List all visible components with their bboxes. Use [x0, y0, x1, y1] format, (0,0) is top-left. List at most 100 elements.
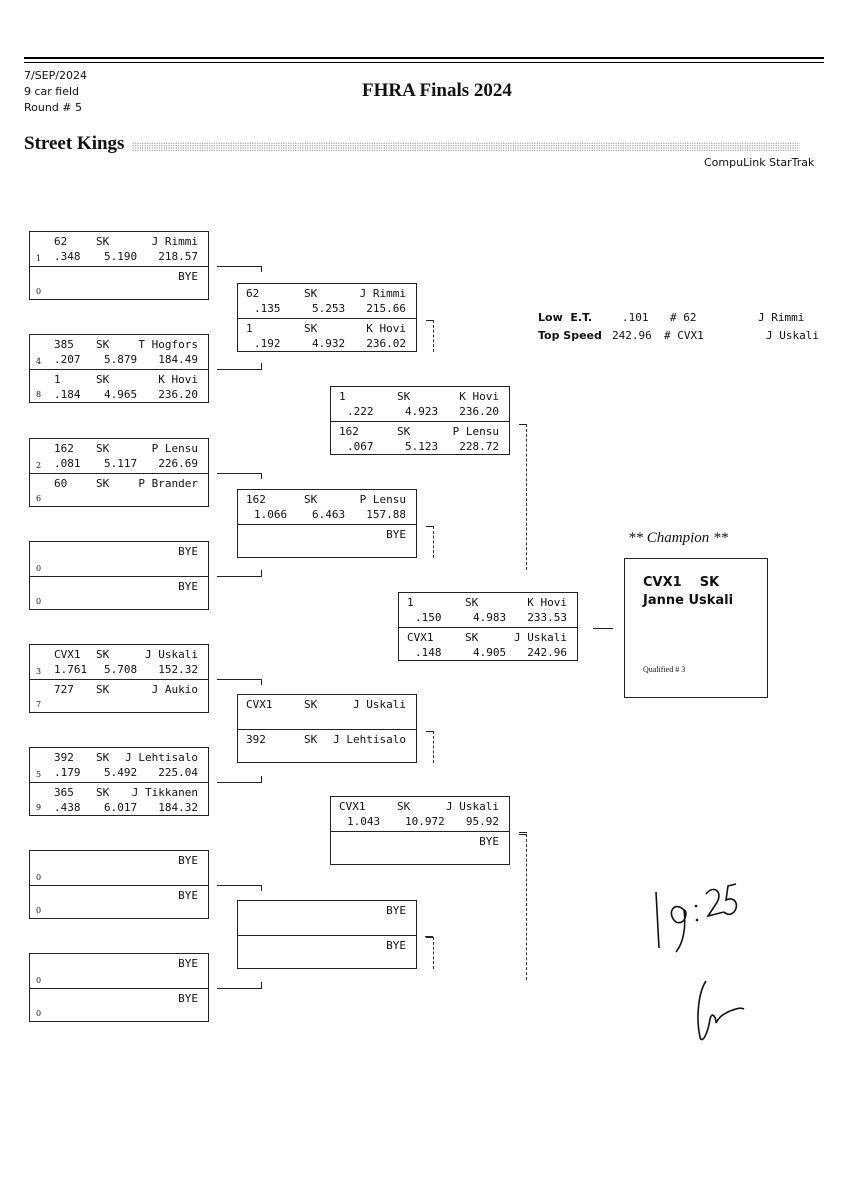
- elapsed-time: 5.253: [312, 302, 346, 315]
- reaction-time: .150: [415, 611, 442, 624]
- seed-number: 3: [36, 666, 42, 676]
- reaction-time: .438: [54, 800, 81, 814]
- entry: BYE: [331, 830, 509, 865]
- class-code: SK: [96, 682, 110, 696]
- connector-line: [426, 526, 434, 527]
- driver-name: J Uskali: [514, 630, 567, 644]
- connector-line: [593, 628, 613, 629]
- elapsed-time: 5.190: [104, 250, 138, 263]
- elapsed-time: 10.972: [405, 815, 445, 828]
- elapsed-time: 5.117: [104, 457, 138, 470]
- driver-name: K Hovi: [158, 372, 198, 386]
- seed-number: 0: [36, 597, 42, 606]
- elapsed-time: 6.463: [312, 508, 346, 521]
- champion-qualified: Qualified # 3: [643, 665, 686, 674]
- class-code: SK: [96, 785, 110, 799]
- seed-number: 9: [36, 803, 42, 812]
- entry: BYE: [238, 523, 416, 558]
- top-rule-thick: [24, 57, 824, 59]
- bye-label: BYE: [178, 888, 198, 902]
- bye-label: BYE: [178, 854, 198, 867]
- car-number: 385: [54, 338, 74, 351]
- connector-line: [261, 266, 262, 272]
- connector-dash: [526, 424, 527, 570]
- car-number: 392: [54, 751, 74, 764]
- elapsed-time: 6.017: [104, 800, 138, 814]
- speed-mph: 242.96: [527, 645, 567, 659]
- class-code: SK: [465, 630, 479, 644]
- class-code: SK: [304, 321, 318, 335]
- car-number: CVX1: [54, 648, 81, 661]
- class-code: SK: [96, 338, 110, 351]
- field-size: 9 car field: [24, 85, 80, 98]
- car-number: 392: [246, 732, 266, 746]
- class-code: SK: [397, 800, 411, 813]
- connector-dash: [526, 834, 527, 980]
- connector-line: [261, 363, 262, 369]
- driver-name: K Hovi: [366, 321, 406, 335]
- reaction-time: .179: [54, 766, 81, 779]
- signature: [697, 980, 745, 1041]
- driver-name: J Aukio: [151, 682, 198, 696]
- car-number: 1: [407, 596, 414, 609]
- elapsed-time: 4.983: [473, 611, 507, 624]
- speed-mph: 236.02: [366, 336, 406, 350]
- reaction-time: .207: [54, 353, 81, 366]
- reaction-time: .067: [347, 439, 374, 453]
- connector-line: [217, 885, 262, 886]
- champion-driver: Janne Uskali: [643, 593, 734, 608]
- class-code: SK: [397, 424, 411, 438]
- class-code: SK: [304, 493, 318, 506]
- class-code: SK: [304, 287, 318, 300]
- car-number: 62: [54, 235, 68, 248]
- champion-box: CVX1 SK Janne Uskali Qualified # 3: [624, 558, 768, 698]
- driver-name: J Uskali: [353, 698, 406, 711]
- connector-line: [426, 320, 434, 321]
- top-speed-driver: J Uskali: [766, 329, 819, 342]
- reaction-time: 1.066: [254, 508, 288, 521]
- driver-name: K Hovi: [527, 596, 567, 609]
- driver-name: P Lensu: [452, 424, 499, 438]
- reaction-time: .148: [415, 645, 442, 659]
- class-title: Street Kings: [24, 133, 125, 154]
- connector-line: [217, 782, 262, 783]
- class-code: SK: [304, 698, 318, 711]
- elapsed-time: 4.932: [312, 336, 346, 350]
- driver-name: J Rimmi: [359, 287, 406, 300]
- driver-name: J Tikkanen: [131, 785, 198, 799]
- connector-line: [426, 937, 434, 938]
- bye-label: BYE: [178, 991, 198, 1005]
- class-code: SK: [96, 235, 110, 248]
- low-et-value: .101: [622, 311, 649, 324]
- reaction-time: .222: [347, 405, 374, 418]
- champion-car-class: CVX1 SK: [643, 575, 720, 590]
- car-number: 1: [246, 321, 253, 335]
- top-rule-thin: [24, 62, 824, 63]
- seed-number: 2: [36, 460, 42, 470]
- connector-line: [217, 576, 262, 577]
- top-speed-label: Top Speed: [538, 329, 602, 342]
- seed-number: 1: [36, 253, 42, 263]
- car-number: 1: [339, 390, 346, 403]
- elapsed-time: 5.708: [104, 663, 138, 676]
- page-title: FHRA Finals 2024: [362, 80, 512, 101]
- speed-mph: 236.20: [158, 387, 198, 401]
- connector-dash: [433, 731, 434, 763]
- driver-name: J Uskali: [446, 800, 499, 813]
- connector-line: [261, 776, 262, 782]
- elapsed-time: 4.965: [104, 387, 138, 401]
